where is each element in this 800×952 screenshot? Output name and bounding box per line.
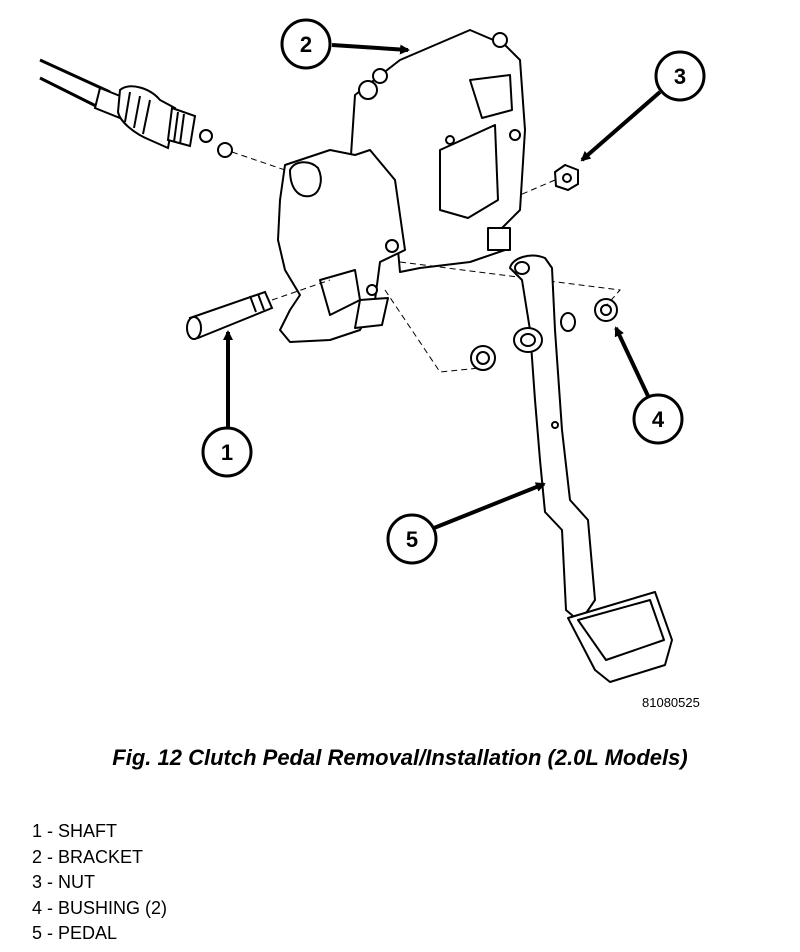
nut-alignment-line xyxy=(519,179,556,196)
legend-item: 2 - BRACKET xyxy=(32,846,144,867)
bushings xyxy=(470,298,618,371)
figure-caption: Fig. 12 Clutch Pedal Removal/Installatio… xyxy=(112,745,688,770)
pedal-bracket xyxy=(277,29,526,343)
callout-3: 3 xyxy=(654,50,706,102)
legend-item: 1 - SHAFT xyxy=(32,821,118,841)
callout-arrows xyxy=(223,43,662,530)
svg-text:4: 4 xyxy=(652,407,665,432)
clutch-pedal xyxy=(509,254,673,683)
artwork-code: 81080525 xyxy=(642,695,700,710)
svg-text:5: 5 xyxy=(406,527,418,552)
legend-item: 3 - NUT xyxy=(32,872,95,892)
cable-alignment-line xyxy=(231,151,286,171)
svg-text:2: 2 xyxy=(300,32,312,57)
svg-text:1: 1 xyxy=(221,440,233,465)
clutch-pedal-diagram: 1 2 3 4 5 xyxy=(39,18,706,683)
callout-4: 4 xyxy=(632,393,684,445)
pedal-alignment-lines xyxy=(384,261,621,373)
parts-legend: 1 - SHAFT 2 - BRACKET 3 - NUT 4 - BUSHIN… xyxy=(32,819,167,947)
clutch-cable xyxy=(39,58,233,158)
legend-item: 5 - PEDAL xyxy=(32,923,118,943)
legend-item: 4 - BUSHING (2) xyxy=(32,897,168,918)
shaft-alignment-line xyxy=(271,279,331,301)
svg-text:3: 3 xyxy=(674,64,686,89)
pivot-shaft xyxy=(186,290,274,340)
callout-2: 2 xyxy=(280,18,332,70)
nut xyxy=(553,163,579,192)
callout-5: 5 xyxy=(386,513,438,565)
callout-1: 1 xyxy=(201,426,253,478)
